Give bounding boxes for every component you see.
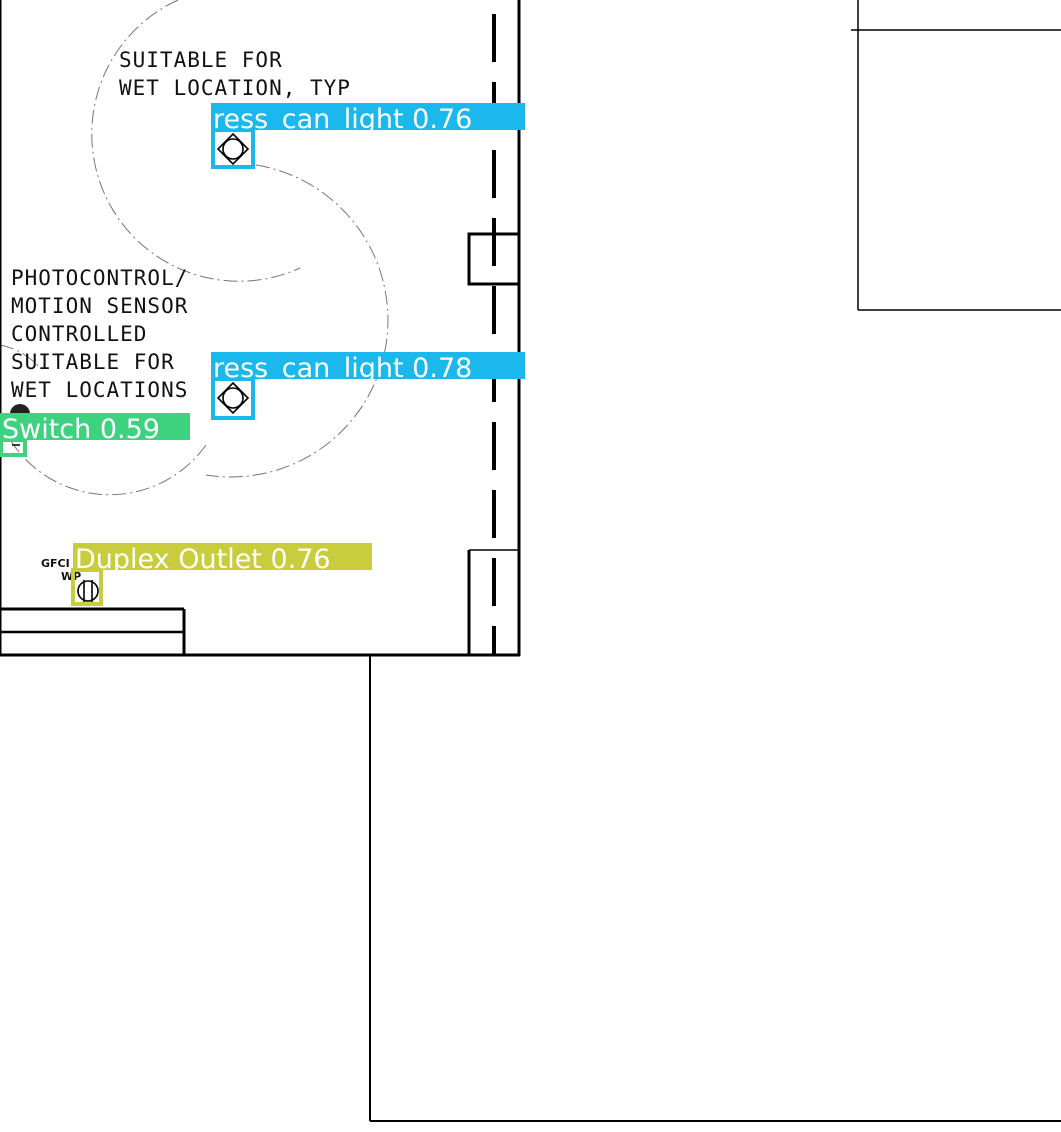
detection-label: Switch 0.59 xyxy=(2,414,160,445)
note-wet-line1: SUITABLE FOR xyxy=(119,48,283,72)
detection-can-light-2[interactable]: ress_can_light 0.78 xyxy=(211,352,525,420)
detection-label: Duplex Outlet 0.76 xyxy=(75,544,331,575)
can-light-symbol-2 xyxy=(216,381,250,415)
detection-label: ress_can_light 0.76 xyxy=(213,104,472,135)
note-photo-line4: SUITABLE FOR xyxy=(11,350,175,374)
wall-box-upper xyxy=(467,232,521,286)
note-photo-line2: MOTION SENSOR xyxy=(11,294,188,318)
can-light-symbol-1 xyxy=(216,132,250,166)
coverage-arc-left xyxy=(0,344,41,369)
drawing-notes: SUITABLE FOR WET LOCATION, TYP PHOTOCONT… xyxy=(11,48,351,583)
gfci-label: GFCI xyxy=(41,557,70,570)
note-photo-line3: CONTROLLED xyxy=(11,322,147,346)
note-wet-line2: WET LOCATION, TYP xyxy=(119,76,351,100)
detection-duplex-outlet[interactable]: Duplex Outlet 0.76 xyxy=(71,543,372,606)
can-light-2-circle xyxy=(222,387,244,409)
coverage-arc-upper xyxy=(91,0,301,282)
coverage-arc-lower xyxy=(0,419,207,496)
detection-can-light-1[interactable]: ress_can_light 0.76 xyxy=(211,103,525,169)
can-light-1-circle xyxy=(222,138,244,160)
outlet-circle xyxy=(77,580,99,602)
detection-switch[interactable]: Switch 0.59 xyxy=(0,413,190,457)
detection-label-bg xyxy=(211,103,525,130)
can-light-1-diamond xyxy=(216,132,250,166)
detection-label-bg xyxy=(211,352,525,379)
detection-label-bg xyxy=(0,413,190,440)
coverage-arc-main xyxy=(205,164,389,478)
duplex-outlet-symbol xyxy=(77,580,99,602)
detection-label-bg xyxy=(73,543,372,570)
coverage-arcs xyxy=(0,0,389,496)
note-photo-line1: PHOTOCONTROL/ xyxy=(11,266,188,290)
note-photo-line5: WET LOCATIONS xyxy=(11,378,188,402)
detection-label: ress_can_light 0.78 xyxy=(213,353,472,384)
can-light-2-diamond xyxy=(216,381,250,415)
